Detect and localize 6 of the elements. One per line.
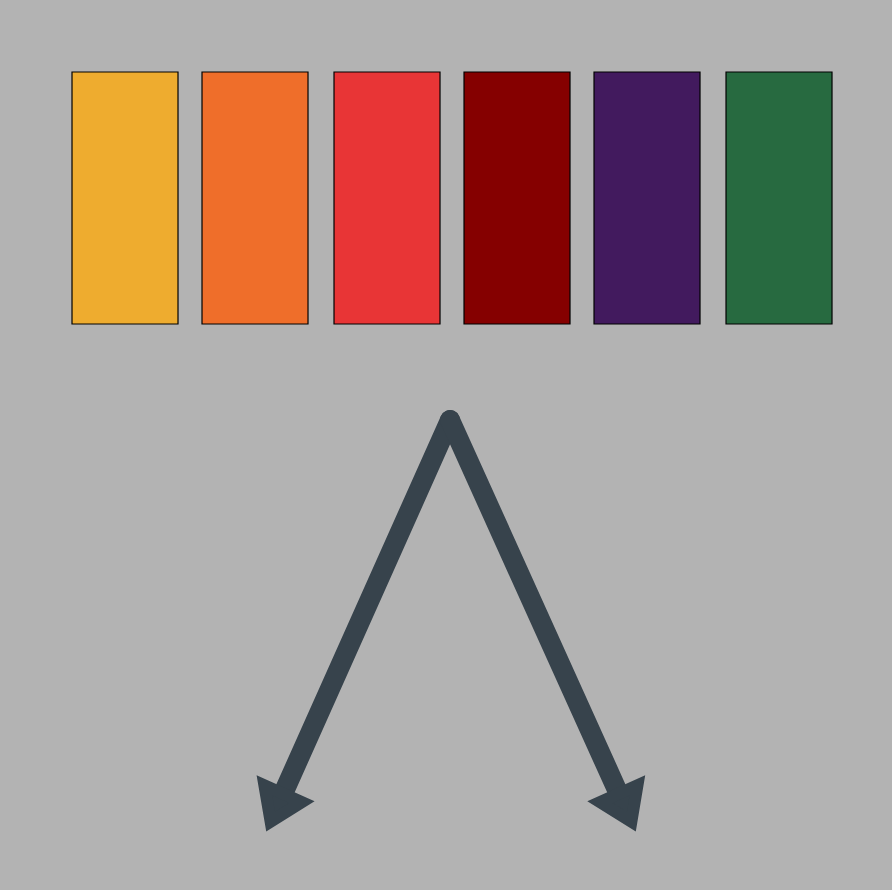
color-swatch <box>201 71 309 325</box>
color-swatch <box>333 71 441 325</box>
color-swatch <box>725 71 833 325</box>
color-swatch <box>593 71 701 325</box>
color-swatch <box>71 71 179 325</box>
color-swatch <box>463 71 571 325</box>
